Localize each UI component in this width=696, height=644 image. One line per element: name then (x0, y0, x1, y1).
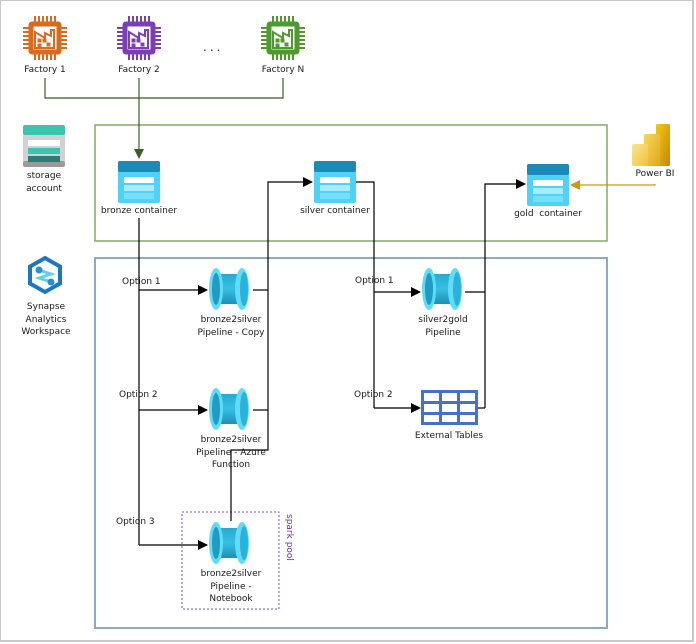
more-factories-ellipsis: ... (203, 40, 224, 54)
synapse-workspace-label: Synapse Analytics Workspace (21, 301, 70, 339)
pipeline-label-line: Pipeline (425, 327, 461, 338)
factory-n-label: Factory N (261, 65, 305, 75)
bronze2silver-notebook-pipeline-icon (209, 522, 249, 564)
factory-2-label: Factory 2 (118, 65, 160, 75)
synapse-workspace-group (94, 257, 608, 629)
bronze-option-1-label: Option 1 (122, 277, 161, 287)
external-tables-label: External Tables (414, 431, 484, 441)
notebook-pipeline-label: bronze2silver Pipeline - Notebook (201, 568, 262, 606)
bronze-container-icon (118, 161, 160, 203)
bronze-option-2-label: Option 2 (119, 390, 158, 400)
power-bi-label: Power BI (635, 169, 675, 179)
gold-container-icon (527, 164, 569, 206)
power-bi-icon (632, 124, 670, 166)
pipeline-label-line: Function (211, 460, 251, 470)
bronze2silver-copy-pipeline-icon (209, 268, 249, 310)
pipeline-label-line: bronze2silver (200, 315, 262, 325)
pipeline-label-line: Pipeline - Azure (196, 447, 266, 458)
bronze-container-label: bronze container (100, 206, 178, 216)
storage-account-icon (23, 125, 65, 167)
ingest-connectors (44, 78, 284, 159)
silver2gold-pipeline-icon (422, 268, 462, 310)
silver-container-icon (314, 161, 356, 203)
silver2gold-pipeline-label: silver2gold Pipeline (418, 314, 467, 339)
synapse-analytics-icon (28, 255, 62, 295)
synapse-label-line: Synapse (26, 302, 66, 312)
bronze2silver-azure-function-pipeline-icon (209, 388, 249, 430)
factory-n-icon (260, 15, 306, 61)
storage-account-group (94, 124, 608, 242)
storage-account-label-line: account (26, 183, 62, 194)
storage-account-label: storage account (26, 170, 62, 195)
copy-pipeline-label: bronze2silver Pipeline - Copy (197, 314, 264, 339)
synapse-label-line: Analytics (25, 314, 67, 325)
azure-function-pipeline-label: bronze2silver Pipeline - Azure Function (196, 434, 266, 472)
pipeline-label-line: bronze2silver (200, 435, 262, 445)
pipeline-label-line: Notebook (209, 594, 253, 604)
pipeline-label-line: Pipeline - Copy (197, 327, 265, 338)
spark-pool-label: spark pool (284, 514, 294, 561)
silver-option-1-label: Option 1 (355, 276, 394, 286)
factory-1-label: Factory 1 (24, 65, 66, 75)
factory-2-icon (116, 15, 162, 61)
storage-account-label-line: storage (26, 171, 62, 181)
powerbi-connector (570, 180, 656, 190)
synapse-label-line: Workspace (21, 327, 71, 337)
bronze-option-3-label: Option 3 (116, 517, 155, 527)
pipeline-label-line: Pipeline - (210, 581, 252, 592)
silver-option-2-label: Option 2 (354, 390, 393, 400)
flow-connectors (138, 177, 526, 550)
pipeline-label-line: silver2gold (418, 315, 468, 325)
factory-1-icon (22, 15, 68, 61)
external-tables-icon (421, 390, 478, 425)
pipeline-label-line: bronze2silver (200, 569, 262, 579)
silver-container-label: silver container (300, 206, 370, 216)
gold-container-label: gold container (514, 209, 582, 219)
